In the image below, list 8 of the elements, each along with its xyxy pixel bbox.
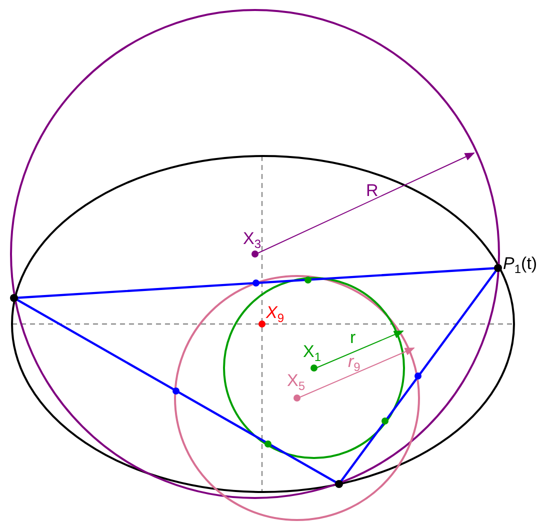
point-label: X$_{9}$ [266,304,284,324]
radius-label: r [350,329,356,346]
point-label: P$_{1}$(t) [503,255,538,275]
point-label: X$_{1}$ [303,343,322,363]
radius-label: r$_{9}$ [348,353,360,373]
point-label: X$_{3}$ [243,230,262,250]
point-label: X$_{5}$ [287,372,306,392]
radius-label: R [366,182,378,199]
